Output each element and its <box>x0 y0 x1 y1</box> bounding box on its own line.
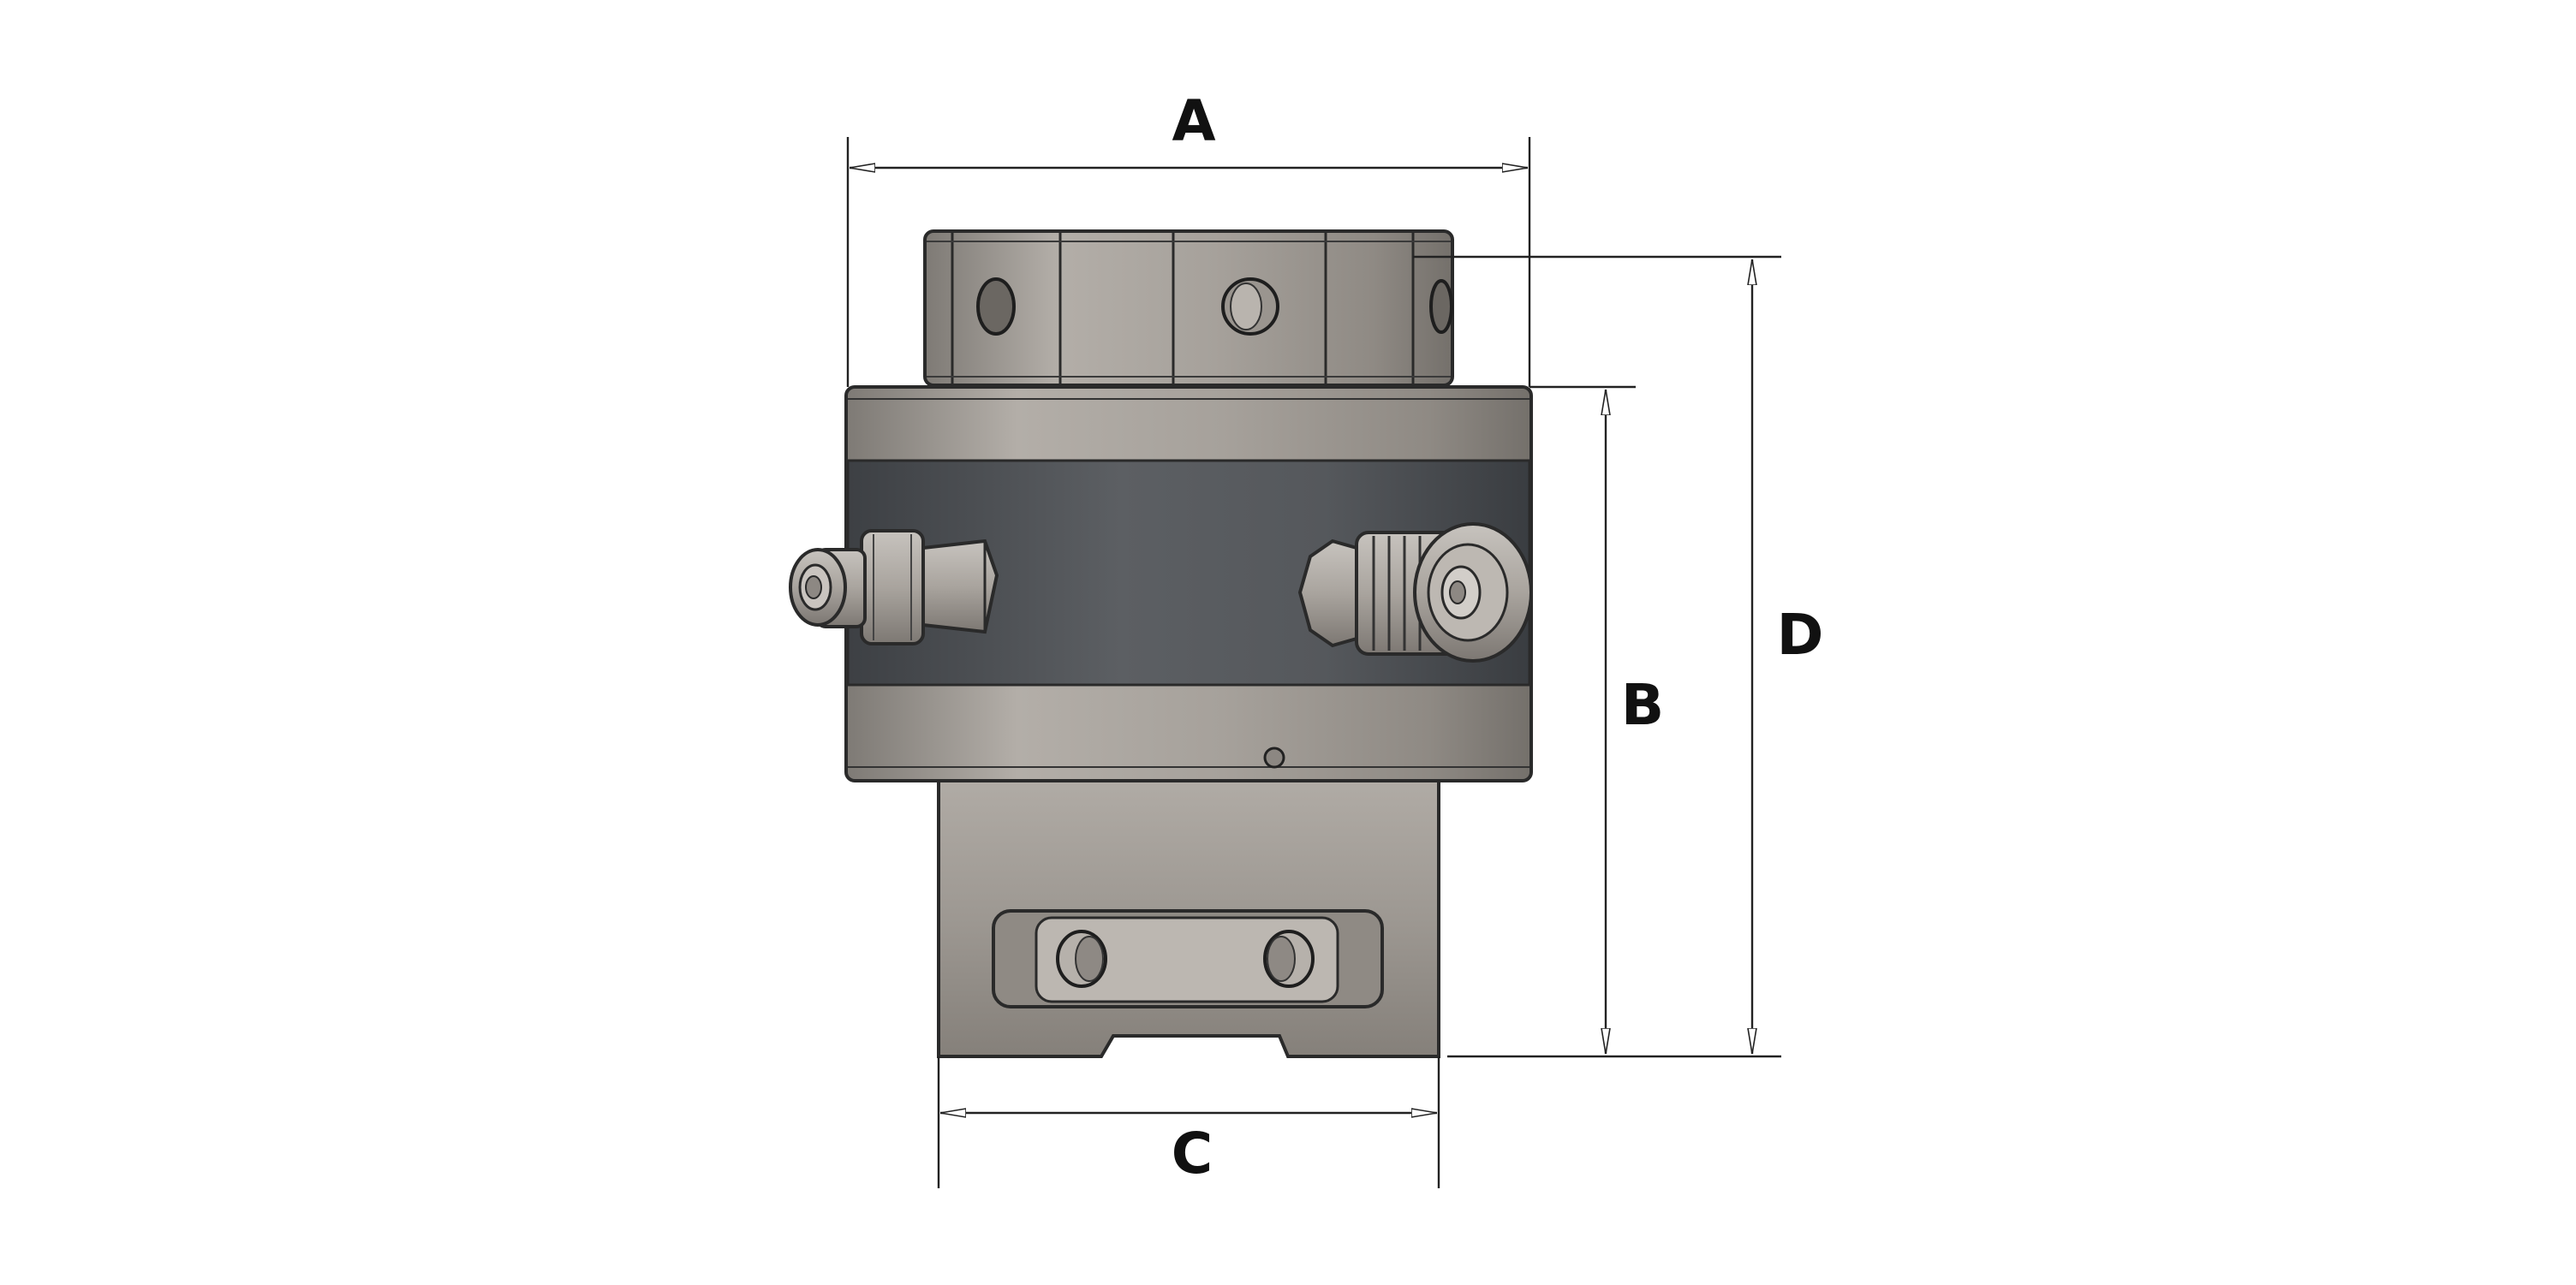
top-nut <box>923 229 1454 387</box>
dimension-labels: A B C D <box>1172 88 1824 1187</box>
nut-pin-hole-right <box>1429 279 1453 334</box>
right-hydraulic-fitting <box>1297 522 1533 663</box>
base-skirt <box>937 779 1440 1058</box>
dimension-label-b: B <box>1621 672 1664 738</box>
nut-pin-hole-left <box>976 277 1016 336</box>
tensioner-part <box>789 229 1533 1058</box>
dimension-annotations <box>846 137 1781 1188</box>
dimension-label-c: C <box>1172 1121 1213 1187</box>
bleed-screw <box>1263 747 1285 769</box>
dimension-label-a: A <box>1172 88 1215 154</box>
dimension-label-d: D <box>1777 602 1824 668</box>
left-hydraulic-fitting <box>789 529 999 645</box>
